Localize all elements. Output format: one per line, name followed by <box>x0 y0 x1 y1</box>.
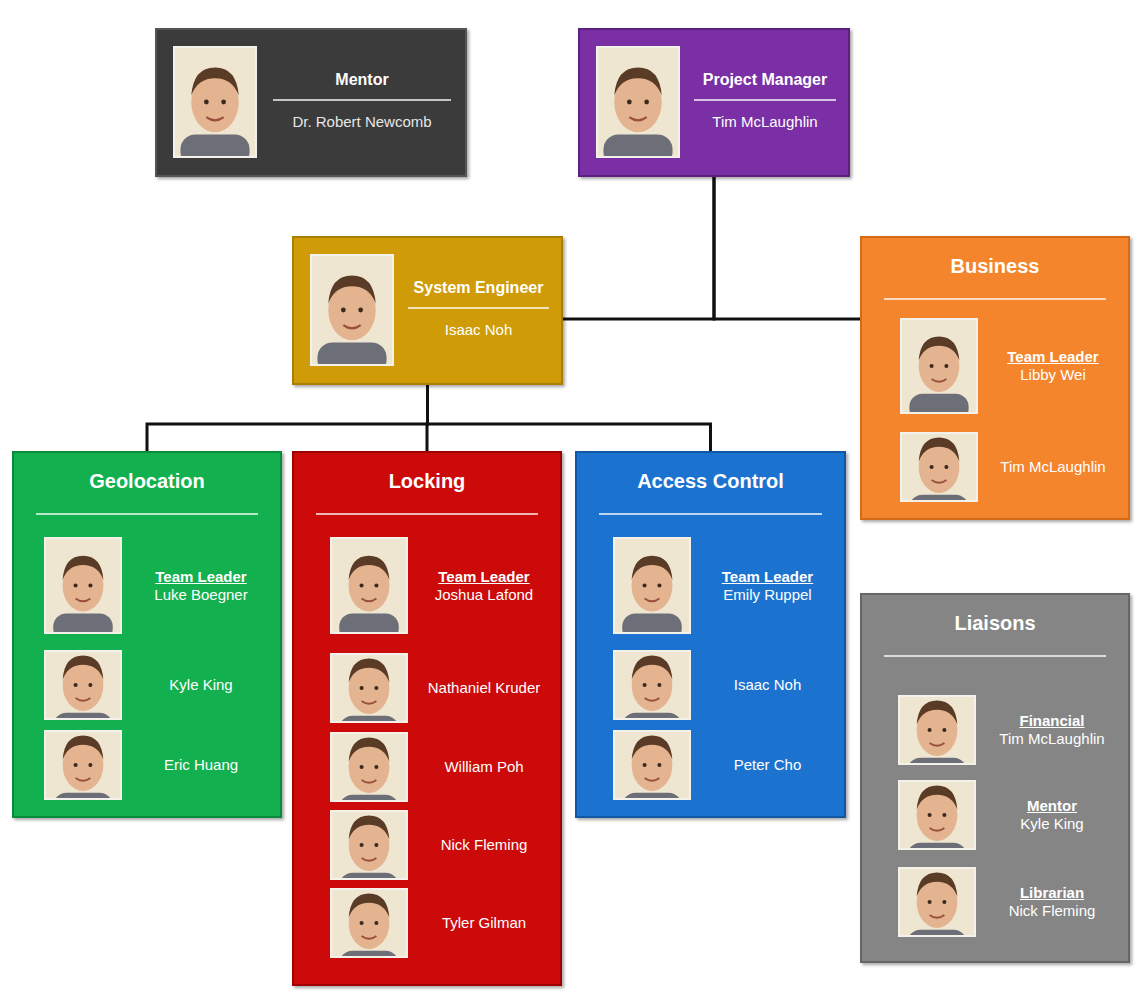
team-box: LiaisonsFinancialTim McLaughlinMentorKyl… <box>860 593 1130 963</box>
role-label: Team Leader <box>438 568 529 586</box>
team-heading: Geolocation <box>22 469 272 493</box>
role-text: System EngineerIsaac Noh <box>402 246 555 371</box>
member-text: Nick Fleming <box>412 810 556 880</box>
person-name: Isaac Noh <box>734 676 802 694</box>
person-name: Peter Cho <box>734 756 802 774</box>
team-box: BusinessTeam LeaderLibby WeiTim McLaughl… <box>860 236 1130 520</box>
member-photo <box>330 653 408 723</box>
member-text: Nathaniel Kruder <box>412 653 556 723</box>
member-photo <box>330 732 408 802</box>
member-photo <box>898 780 976 850</box>
person-name: Kyle King <box>169 676 232 694</box>
member-text: Tyler Gilman <box>412 888 556 958</box>
role-box: Project ManagerTim McLaughlin <box>578 28 850 177</box>
member-photo <box>898 867 976 937</box>
member-photo <box>310 254 394 366</box>
team-heading: Business <box>870 254 1120 278</box>
member-photo <box>173 46 257 158</box>
role-label: Mentor <box>1027 797 1077 815</box>
team-box: Access ControlTeam LeaderEmily RuppelIsa… <box>575 451 846 818</box>
person-name: Libby Wei <box>1020 366 1086 384</box>
person-name: Dr. Robert Newcomb <box>292 113 431 131</box>
member-photo <box>330 537 408 634</box>
heading-rule <box>599 513 822 515</box>
role-box: MentorDr. Robert Newcomb <box>155 28 467 177</box>
title-rule <box>273 99 451 101</box>
member-photo <box>898 695 976 765</box>
connector <box>428 385 711 451</box>
team-heading: Locking <box>302 469 552 493</box>
member-text: Team LeaderLibby Wei <box>982 318 1124 414</box>
heading-rule <box>884 298 1106 300</box>
member-photo <box>330 888 408 958</box>
person-name: Emily Ruppel <box>723 586 811 604</box>
role-title: System Engineer <box>414 278 544 297</box>
member-text: Team LeaderEmily Ruppel <box>695 537 840 634</box>
role-label: Librarian <box>1020 884 1084 902</box>
member-text: FinancialTim McLaughlin <box>980 695 1124 765</box>
role-title: Mentor <box>335 70 388 89</box>
member-photo <box>900 432 978 502</box>
team-box: LockingTeam LeaderJoshua LafondNathaniel… <box>292 451 562 986</box>
connector <box>147 385 428 451</box>
member-photo <box>44 537 122 634</box>
person-name: Kyle King <box>1020 815 1083 833</box>
person-name: Nick Fleming <box>441 836 528 854</box>
member-text: Team LeaderJoshua Lafond <box>412 537 556 634</box>
person-name: Tim McLaughlin <box>999 730 1104 748</box>
team-box: GeolocationTeam LeaderLuke BoegnerKyle K… <box>12 451 282 818</box>
person-name: Tyler Gilman <box>442 914 526 932</box>
member-text: Eric Huang <box>126 730 276 800</box>
heading-rule <box>884 655 1106 657</box>
person-name: Tim McLaughlin <box>1000 458 1105 476</box>
heading-rule <box>36 513 258 515</box>
role-label: Financial <box>1019 712 1084 730</box>
role-text: MentorDr. Robert Newcomb <box>265 38 459 163</box>
role-text: Project ManagerTim McLaughlin <box>688 38 842 163</box>
title-rule <box>408 307 549 309</box>
member-photo <box>330 810 408 880</box>
role-label: Team Leader <box>1007 348 1098 366</box>
member-text: LibrarianNick Fleming <box>980 867 1124 937</box>
team-heading: Access Control <box>585 469 836 493</box>
title-rule <box>694 99 836 101</box>
member-photo <box>613 537 691 634</box>
member-text: Kyle King <box>126 650 276 720</box>
role-label: Team Leader <box>722 568 813 586</box>
role-title: Project Manager <box>703 70 827 89</box>
team-heading: Liaisons <box>870 611 1120 635</box>
member-text: Team LeaderLuke Boegner <box>126 537 276 634</box>
member-text: Peter Cho <box>695 730 840 800</box>
member-photo <box>44 730 122 800</box>
member-text: Isaac Noh <box>695 650 840 720</box>
heading-rule <box>316 513 538 515</box>
person-name: William Poh <box>444 758 523 776</box>
person-name: Luke Boegner <box>154 586 247 604</box>
member-text: MentorKyle King <box>980 780 1124 850</box>
person-name: Nick Fleming <box>1009 902 1096 920</box>
connector <box>563 177 714 319</box>
member-photo <box>900 318 978 414</box>
person-name: Tim McLaughlin <box>712 113 817 131</box>
member-photo <box>613 730 691 800</box>
member-text: Tim McLaughlin <box>982 432 1124 502</box>
person-name: Nathaniel Kruder <box>428 679 541 697</box>
connector <box>714 177 860 319</box>
member-photo <box>44 650 122 720</box>
person-name: Joshua Lafond <box>435 586 533 604</box>
member-photo <box>596 46 680 158</box>
role-box: System EngineerIsaac Noh <box>292 236 563 385</box>
person-name: Isaac Noh <box>445 321 513 339</box>
person-name: Eric Huang <box>164 756 238 774</box>
member-photo <box>613 650 691 720</box>
member-text: William Poh <box>412 732 556 802</box>
role-label: Team Leader <box>155 568 246 586</box>
